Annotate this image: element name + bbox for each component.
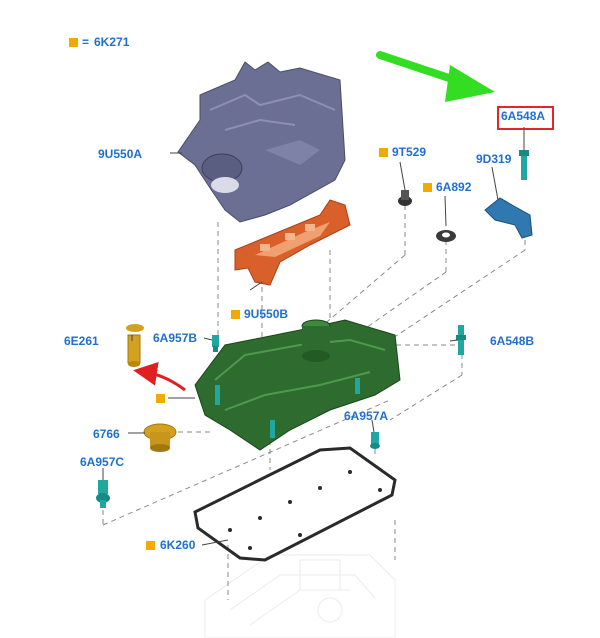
oil-cap-part: [143, 423, 177, 452]
pin-mid-part: [370, 432, 380, 449]
callout-6766[interactable]: 6766: [93, 427, 120, 441]
callout-9T529[interactable]: 9T529: [392, 145, 427, 159]
marker-9T529: [379, 148, 388, 157]
legend-equals: =: [82, 35, 90, 49]
engine-block-ghost: [204, 554, 396, 638]
callout-6A957C[interactable]: 6A957C: [80, 455, 125, 469]
callout-9U550A[interactable]: 9U550A: [98, 147, 143, 161]
bottom-gasket-part: [193, 446, 397, 562]
engine-cover-part: [177, 61, 346, 223]
red-insertion-arrow: [133, 361, 186, 392]
callout-9U550B[interactable]: 9U550B: [244, 307, 289, 321]
pin-top-part: [212, 335, 219, 352]
green-indicator-arrow: [376, 51, 495, 102]
marker-valve-cover: [156, 394, 165, 403]
highlight-box: [497, 106, 554, 130]
seal-ring-part: [436, 230, 456, 242]
valve-cover-part: [194, 319, 401, 451]
marker-6A892: [423, 183, 432, 192]
marker-9U550B: [231, 310, 240, 319]
leader-lines: [102, 127, 525, 546]
orange-gasket-part: [234, 199, 351, 286]
callout-6A957A[interactable]: 6A957A: [344, 409, 389, 423]
legend-code: 6K271: [94, 35, 130, 49]
callout-6A548A[interactable]: 6A548A: [501, 109, 546, 123]
callout-6A548B[interactable]: 6A548B: [490, 334, 535, 348]
callout-6E261[interactable]: 6E261: [64, 334, 99, 348]
callout-6A957B[interactable]: 6A957B: [153, 331, 198, 345]
stud-part-highlighted: [519, 150, 529, 180]
legend-marker: [69, 38, 78, 47]
callout-9D319[interactable]: 9D319: [476, 152, 512, 166]
bracket-part: [484, 197, 533, 239]
stud-side-part: [456, 325, 466, 355]
pin-low-part: [96, 480, 110, 508]
callout-6A892[interactable]: 6A892: [436, 180, 472, 194]
callout-6K260[interactable]: 6K260: [160, 538, 196, 552]
oil-filler-part: [126, 324, 144, 367]
grommet-part: [398, 190, 412, 206]
marker-6K260: [146, 541, 155, 550]
